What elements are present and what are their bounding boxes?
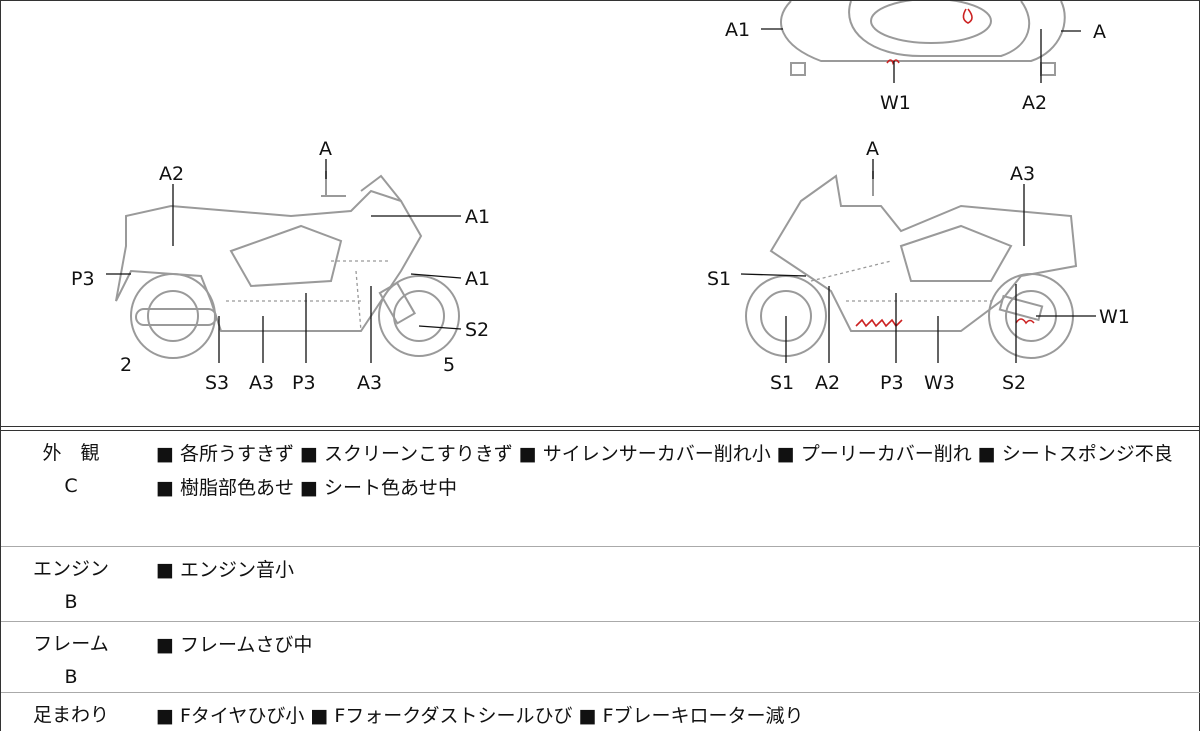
label-A: A bbox=[1093, 21, 1106, 43]
label-W1: W1 bbox=[880, 92, 911, 114]
label-A: A bbox=[866, 138, 879, 160]
label-S1: S1 bbox=[707, 268, 731, 290]
label-S3: S3 bbox=[205, 372, 229, 394]
label-P3: P3 bbox=[880, 372, 904, 394]
label-2: 2 bbox=[120, 354, 132, 376]
grade: B bbox=[64, 666, 78, 688]
category-label: 外 観 bbox=[42, 442, 100, 464]
label-A2: A2 bbox=[159, 163, 184, 185]
category-label: 足まわり bbox=[32, 704, 109, 726]
category-label: エンジン bbox=[32, 558, 109, 580]
notes: ■ 各所うすきず ■ スクリーンこすりきず ■ サイレンサーカバー削れ小 ■ プ… bbox=[156, 443, 1173, 499]
label-5: 5 bbox=[443, 354, 455, 376]
label-A3: A3 bbox=[357, 372, 382, 394]
notes: ■ エンジン音小 bbox=[156, 559, 294, 581]
label-W1: W1 bbox=[1099, 306, 1130, 328]
label-S1: S1 bbox=[770, 372, 794, 394]
divider bbox=[1, 426, 1200, 431]
label-A1: A1 bbox=[465, 206, 490, 228]
row-suspension: 足まわり ■ Fタイヤひび小 ■ Fフォークダストシールひび ■ Fブレーキロー… bbox=[1, 693, 1200, 753]
row-appearance: 外 観 C ■ 各所うすきず ■ スクリーンこすりきず ■ サイレンサーカバー削れ… bbox=[1, 431, 1200, 547]
top-view-scooter: A1 A W1 A2 bbox=[725, 1, 1106, 114]
label-A2: A2 bbox=[1022, 92, 1047, 114]
label-P3: P3 bbox=[292, 372, 316, 394]
notes: ■ Fタイヤひび小 ■ Fフォークダストシールひび ■ Fブレーキローター減り bbox=[156, 705, 804, 727]
grade: C bbox=[64, 475, 78, 497]
category-label: フレーム bbox=[33, 633, 109, 655]
inspection-sheet: A1 A W1 A2 A A2 A1 P3 A1 S2 2 5 S3 A3 P3… bbox=[0, 0, 1200, 731]
label-A1: A1 bbox=[725, 19, 750, 41]
damage-diagram: A1 A W1 A2 A A2 A1 P3 A1 S2 2 5 S3 A3 P3… bbox=[71, 1, 1130, 394]
label-A3: A3 bbox=[1010, 163, 1035, 185]
label-A3: A3 bbox=[249, 372, 274, 394]
grade: B bbox=[64, 591, 78, 613]
left-view-scooter: A A2 A1 P3 A1 S2 2 5 S3 A3 P3 A3 bbox=[71, 138, 490, 394]
label-A: A bbox=[319, 138, 332, 160]
label-A1: A1 bbox=[465, 268, 490, 290]
label-A2: A2 bbox=[815, 372, 840, 394]
notes: ■ フレームさび中 bbox=[156, 634, 313, 656]
label-S2: S2 bbox=[1002, 372, 1026, 394]
right-view-scooter: A A3 S1 W1 S1 A2 P3 W3 S2 bbox=[707, 138, 1130, 394]
row-frame: フレーム B ■ フレームさび中 bbox=[1, 622, 1200, 693]
label-P3: P3 bbox=[71, 268, 95, 290]
row-engine: エンジン B ■ エンジン音小 bbox=[1, 547, 1200, 622]
label-S2: S2 bbox=[465, 319, 489, 341]
label-W3: W3 bbox=[924, 372, 955, 394]
